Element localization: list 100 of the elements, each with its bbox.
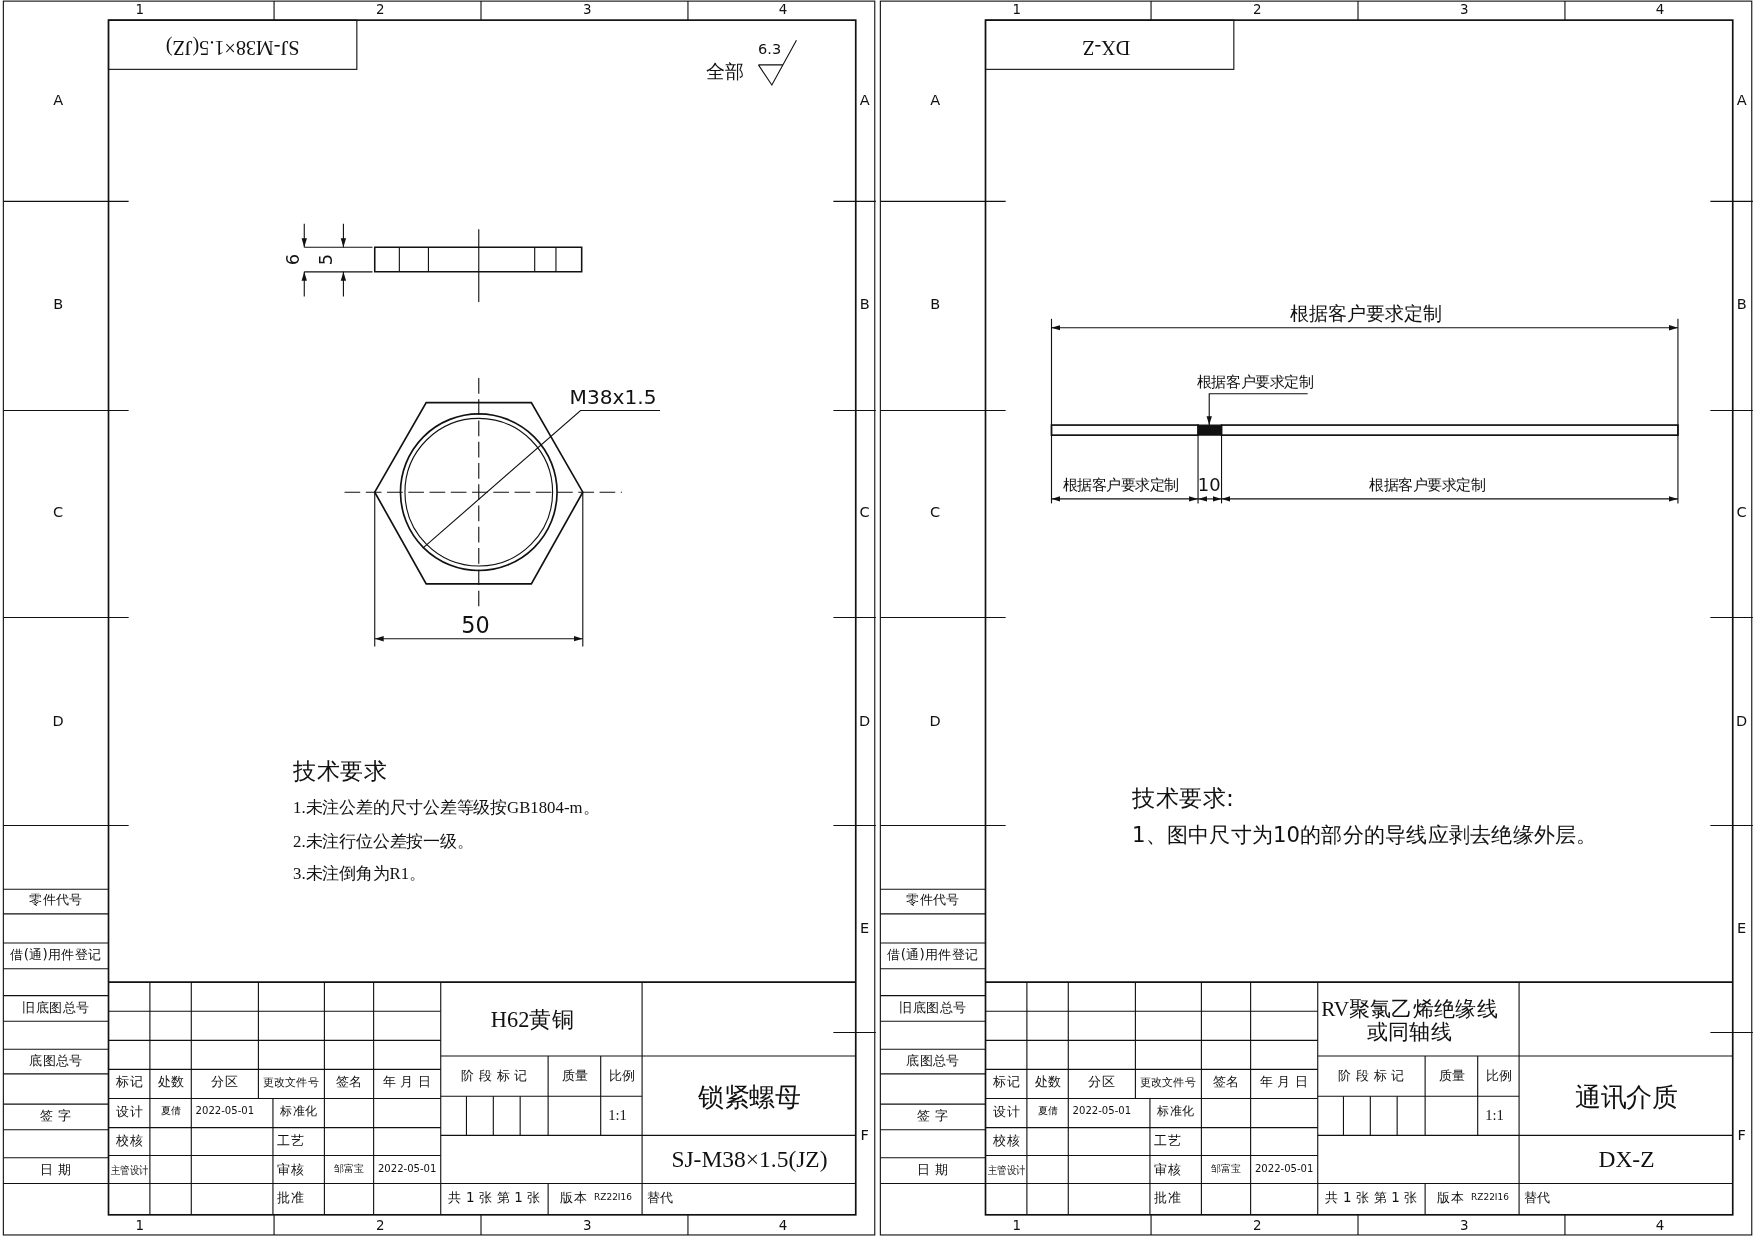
note-text: 全部 xyxy=(705,61,744,83)
date-text: 2022-05-01 xyxy=(1254,1164,1314,1176)
zone-letter: C xyxy=(1736,504,1747,521)
field-label: 旧底图总号 xyxy=(22,1000,90,1016)
zone-letter: C xyxy=(859,504,870,521)
field-label: 签 字 xyxy=(917,1109,949,1124)
column-header: 年 月 日 xyxy=(1259,1074,1309,1090)
field-label: 工艺 xyxy=(1154,1133,1182,1149)
zone-number: 3 xyxy=(583,1218,592,1234)
zone-number: 3 xyxy=(1460,2,1469,18)
date-text: 2022-05-01 xyxy=(1072,1106,1132,1118)
requirement-text: 3.未注倒角为R1。 xyxy=(293,864,426,883)
zone-letter: D xyxy=(52,713,64,730)
field-label: 校核 xyxy=(116,1133,144,1149)
zone-letter: B xyxy=(53,296,64,313)
zone-letter: A xyxy=(859,92,870,109)
name-text: 邹富宝 xyxy=(1210,1164,1242,1176)
field-label: 主管设计 xyxy=(987,1163,1026,1177)
field-label: 审核 xyxy=(1154,1162,1182,1178)
zone-letter: B xyxy=(1736,296,1747,313)
column-header: 比例 xyxy=(608,1068,636,1084)
field-label: 底图总号 xyxy=(29,1054,83,1069)
drawing-number: SJ-M38×1.5(JZ) xyxy=(165,35,300,59)
field-label: 零件代号 xyxy=(906,893,960,908)
column-header: 更改文件号 xyxy=(1139,1075,1196,1088)
field-label: 批准 xyxy=(277,1190,305,1206)
column-header: 签名 xyxy=(335,1074,363,1090)
zone-letter: D xyxy=(1736,713,1748,730)
zone-letter: F xyxy=(860,1127,869,1144)
column-header: 签名 xyxy=(1212,1074,1240,1090)
requirement-text: 1.未注公差的尺寸公差等级按GB1804-m。 xyxy=(293,798,600,817)
zone-number: 4 xyxy=(778,2,788,18)
field-label: 版本 xyxy=(1437,1190,1465,1206)
field-label: 零件代号 xyxy=(29,893,83,908)
zone-letter: E xyxy=(860,920,870,937)
drawing-number: DX-Z xyxy=(1598,1147,1655,1173)
scale-text: 1:1 xyxy=(608,1107,627,1124)
zone-number: 1 xyxy=(1012,2,1022,18)
material-text: H62黄铜 xyxy=(490,1006,575,1032)
column-header: 分区 xyxy=(1088,1074,1116,1090)
part-name: 通讯介质 xyxy=(1575,1083,1678,1112)
column-header: 标记 xyxy=(116,1074,144,1090)
sheet-count: 共 1 张 第 1 张 xyxy=(448,1190,541,1206)
stripped-section xyxy=(1197,424,1223,436)
sheet-count: 共 1 张 第 1 张 xyxy=(1325,1190,1418,1206)
field-label: 借(通)用件登记 xyxy=(887,947,979,963)
field-label: 工艺 xyxy=(277,1133,305,1149)
part-name: 锁紧螺母 xyxy=(698,1083,801,1112)
zone-number: 3 xyxy=(583,2,592,18)
field-label: 日 期 xyxy=(917,1162,949,1178)
zone-number: 2 xyxy=(376,1218,385,1234)
dimension-text: 50 xyxy=(461,613,490,638)
zone-letter: D xyxy=(859,713,871,730)
version-text: RZ22I16 xyxy=(594,1193,632,1203)
field-label: 标准化 xyxy=(1157,1105,1195,1119)
field-label: 主管设计 xyxy=(110,1163,149,1177)
field-label: 设计 xyxy=(116,1104,144,1120)
column-header: 阶 段 标 记 xyxy=(1338,1068,1405,1084)
field-label: 签 字 xyxy=(40,1109,72,1124)
dimension-text: 根据客户要求定制 xyxy=(1369,477,1486,494)
zone-letter: C xyxy=(53,504,64,521)
zone-number: 1 xyxy=(1012,1218,1022,1234)
column-header: 标记 xyxy=(993,1074,1021,1090)
heading: 技术要求 xyxy=(293,758,388,785)
heading: 技术要求: xyxy=(1132,785,1234,812)
column-header: 更改文件号 xyxy=(262,1075,319,1088)
dimension-text: 根据客户要求定制 xyxy=(1062,477,1180,494)
zone-letter: B xyxy=(859,296,870,313)
dimension-text: 5 xyxy=(316,253,337,266)
zone-letter: A xyxy=(930,92,941,109)
field-label: 标准化 xyxy=(280,1105,318,1119)
field-label: 替代 xyxy=(646,1190,674,1206)
leader-text: M38x1.5 xyxy=(569,386,657,409)
zone-letter: A xyxy=(1736,92,1747,109)
field-label: 旧底图总号 xyxy=(899,1000,967,1016)
zone-number: 1 xyxy=(135,1218,145,1234)
name-text: 夏倩 xyxy=(161,1106,182,1118)
field-label: 设计 xyxy=(993,1104,1021,1120)
field-label: 审核 xyxy=(277,1162,305,1178)
field-label: 校核 xyxy=(993,1133,1021,1149)
zone-number: 1 xyxy=(135,2,145,18)
requirement-text: 1、图中尺寸为10的部分的导线应剥去绝缘外层。 xyxy=(1132,822,1598,847)
drawing-number: SJ-M38×1.5(JZ) xyxy=(671,1147,828,1173)
zone-number: 2 xyxy=(1253,2,1262,18)
zone-number: 3 xyxy=(1460,1218,1469,1234)
leader-line xyxy=(1206,393,1309,426)
column-header: 比例 xyxy=(1485,1068,1513,1084)
roughness-value: 6.3 xyxy=(758,41,782,58)
field-label: 替代 xyxy=(1523,1190,1551,1206)
column-header: 分区 xyxy=(211,1074,239,1090)
column-header: 年 月 日 xyxy=(382,1074,432,1090)
zone-number: 4 xyxy=(778,1218,788,1234)
date-text: 2022-05-01 xyxy=(195,1106,255,1118)
zone-letter: F xyxy=(1737,1127,1746,1144)
field-label: 版本 xyxy=(560,1190,588,1206)
field-label: 底图总号 xyxy=(906,1054,960,1069)
date-text: 2022-05-01 xyxy=(377,1164,437,1176)
zone-letter: E xyxy=(1737,920,1747,937)
thread-circle xyxy=(399,413,558,572)
requirement-text: 2.未注行位公差按一级。 xyxy=(293,831,474,851)
